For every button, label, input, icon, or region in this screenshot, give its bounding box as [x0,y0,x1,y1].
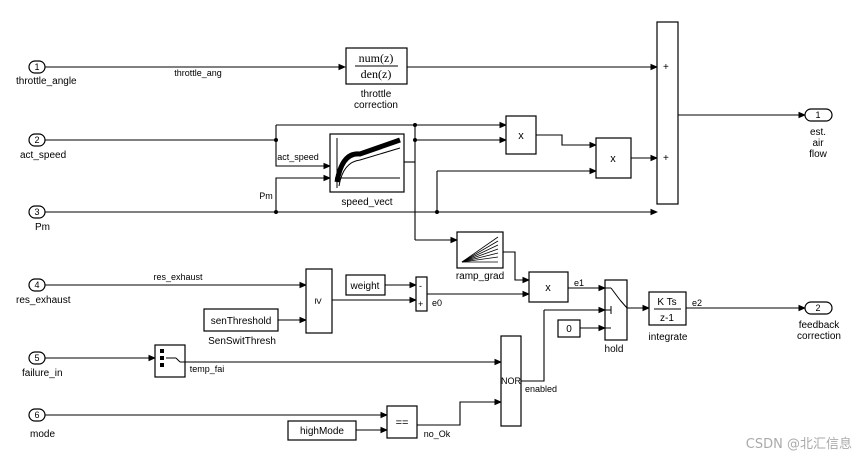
inport-number: 1 [34,62,39,72]
block-label: integrate [649,332,688,343]
junction-dots [274,123,439,214]
ramp-grad-block[interactable]: ramp_grad [456,231,504,282]
outport-2[interactable]: 2 feedback correction [797,301,841,342]
logic-operator: NOR [501,376,522,386]
signal-label-res-exhaust: res_exhaust [153,272,203,282]
outport-number: 2 [815,303,820,313]
inport-2[interactable]: 2 act_speed [20,133,66,161]
inport-label-mode: mode [30,429,55,440]
product-block-1[interactable]: x [505,115,537,155]
lookup-plot-icon [334,137,401,188]
block-label: ramp_grad [456,271,504,282]
constant-value: highMode [300,426,344,437]
block-label: speed_vect [341,197,392,208]
product-symbol: x [545,282,551,294]
signal-labels: throttle_ang act_speed Pm res_exhaust e0… [153,68,702,439]
inport-label-res-exhaust: res_exhaust [16,295,71,306]
product-block-2[interactable]: x [595,137,632,179]
inport-1[interactable]: 1 throttle_angle [16,60,77,87]
block-label: throttle [361,89,392,100]
integrator-numerator: K Ts [657,297,676,308]
nor-logic-block[interactable]: NOR [500,335,522,427]
sum-sign: + [663,62,669,73]
inport-number: 2 [34,135,39,145]
hold-switch-block[interactable]: hold [604,279,628,355]
inport-6[interactable]: 6 mode [28,408,55,440]
relational-operator-block[interactable]: ≥ [305,268,333,334]
inport-label-throttle: throttle_angle [16,76,77,87]
speed-vect-lookup-block[interactable]: speed_vect [329,133,405,208]
integrator-denominator: z-1 [660,313,674,324]
tf-denominator: den(z) [361,67,392,81]
watermark-text: CSDN @北汇信息 [746,436,852,452]
sum-block-e0[interactable]: - + [415,276,428,312]
tf-numerator: num(z) [359,51,394,65]
equals-compare-block[interactable]: == [386,405,418,439]
ramp-lines-icon [461,236,499,263]
product-symbol: x [518,130,524,142]
block-label: correction [354,100,398,111]
sum-sign: + [418,299,423,309]
inport-label-failure: failure_in [22,368,63,379]
outport-label-line: correction [797,331,841,342]
sum-block-air-flow[interactable]: + + [656,21,679,205]
selector-icon [160,349,185,367]
signal-label-enabled: enabled [525,384,557,394]
outport-label-line: est. [810,127,826,138]
switch-icon [605,287,628,329]
block-label: SenSwitThresh [208,336,276,347]
block-label: hold [605,344,624,355]
zero-constant-block[interactable]: 0 [557,319,581,338]
inport-label-act-speed: act_speed [20,150,66,161]
outport-number: 1 [815,110,820,120]
constant-value: senThreshold [211,316,272,327]
inport-4[interactable]: 4 res_exhaust [16,278,71,306]
outport-label-line: flow [809,149,828,160]
sum-sign: - [419,281,422,291]
signal-label-throttle-ang: throttle_ang [174,68,222,78]
signal-lines [45,63,806,434]
weight-constant-block[interactable]: weight [345,274,386,296]
signal-label-e1: e1 [574,278,584,288]
inport-label-pm: Pm [35,222,50,233]
inport-number: 4 [34,280,39,290]
inport-3[interactable]: 3 Pm [28,205,50,233]
constant-value: 0 [566,324,572,335]
signal-label-temp-fail: temp_fai [190,364,225,374]
integrate-block[interactable]: K Ts z-1 integrate [648,291,688,343]
failure-selector-block[interactable] [154,344,186,378]
sum-sign: + [663,153,669,164]
signal-label-pm: Pm [259,191,273,201]
inport-number: 5 [34,353,39,363]
throttle-correction-block[interactable]: num(z) den(z) throttle correction [345,47,408,111]
signal-label-e2: e2 [692,298,702,308]
signal-label-e0: e0 [432,298,442,308]
constant-value: weight [350,281,380,292]
inport-number: 6 [34,410,39,420]
outport-1[interactable]: 1 est. air flow [804,108,833,160]
high-mode-constant-block[interactable]: highMode [287,420,357,441]
sen-threshold-constant-block[interactable]: senThreshold SenSwitThresh [203,308,279,347]
outport-label-line: air [812,138,824,149]
compare-operator: == [396,417,409,429]
product-block-3[interactable]: x [528,271,569,303]
inport-number: 3 [34,207,39,217]
signal-label-act-speed: act_speed [277,152,319,162]
product-symbol: x [610,153,616,165]
outport-label-line: feedback [799,320,841,331]
inport-5[interactable]: 5 failure_in [22,351,63,379]
signal-label-no-ok: no_Ok [424,429,451,439]
relational-symbol: ≥ [312,298,324,304]
